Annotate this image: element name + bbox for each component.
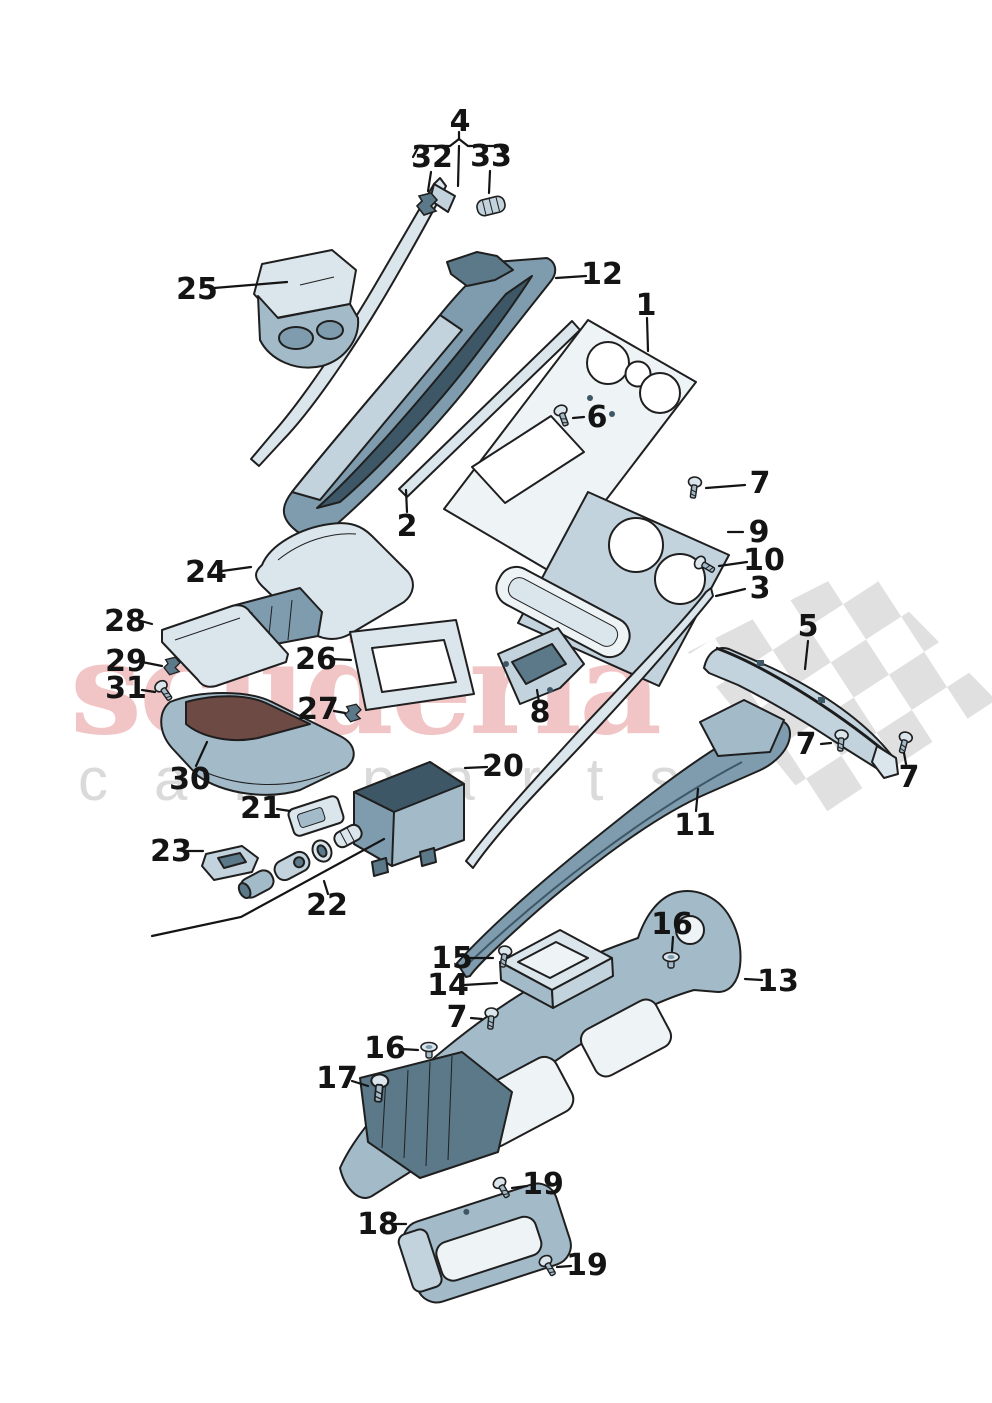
part-labels: 4 32 33 25 12 1 6 2 7 9 10 3 5 24 28 29 … xyxy=(104,104,919,1283)
cupholder-insert xyxy=(253,249,360,369)
screw-7c-icon xyxy=(898,731,914,754)
part-label-22: 22 xyxy=(306,888,348,923)
grommet-16a-icon xyxy=(662,951,680,969)
air-duct xyxy=(397,1182,572,1304)
part-label-20: 20 xyxy=(482,749,524,784)
part-label-28: 28 xyxy=(104,604,146,639)
part-label-12: 12 xyxy=(581,257,623,292)
part-label-29: 29 xyxy=(105,644,147,679)
part-label-32: 32 xyxy=(411,140,453,175)
part-label-5: 5 xyxy=(798,609,819,644)
screw-19b-icon xyxy=(538,1254,556,1277)
retaining-plate xyxy=(499,929,614,1009)
clip-29-icon xyxy=(163,656,181,676)
part-label-6: 6 xyxy=(587,400,608,435)
part-label-4: 4 xyxy=(450,104,471,139)
side-trim-right xyxy=(703,646,899,779)
part-label-16a: 16 xyxy=(651,907,693,942)
parts-artwork xyxy=(154,177,914,1304)
expanding-nut-33-icon xyxy=(476,195,506,217)
screw-17-icon xyxy=(370,1073,390,1103)
part-label-7d: 7 xyxy=(447,1000,468,1035)
leader-lines xyxy=(139,130,908,1269)
part-label-33: 33 xyxy=(470,139,512,174)
trim-strip-3 xyxy=(465,587,714,869)
part-label-30: 30 xyxy=(169,762,211,797)
part-label-15: 15 xyxy=(431,941,473,976)
part-label-3: 3 xyxy=(750,571,771,606)
bracket-23 xyxy=(201,845,259,881)
console-bracket-rear xyxy=(339,890,742,1199)
console-trim-panel xyxy=(443,319,697,573)
screw-7d-icon xyxy=(484,1007,499,1030)
part-label-2: 2 xyxy=(397,509,418,544)
part-label-1: 1 xyxy=(636,288,657,323)
grommet-16b-icon xyxy=(420,1041,438,1059)
clip-32-icon xyxy=(415,192,439,216)
screw-7a-icon xyxy=(687,476,703,499)
screw-19a-icon xyxy=(492,1176,510,1199)
part-label-19a: 19 xyxy=(522,1167,564,1202)
lighter-socket-components xyxy=(237,823,363,900)
part-label-7a: 7 xyxy=(750,466,771,501)
part-label-7c: 7 xyxy=(899,760,920,795)
screw-7b-icon xyxy=(834,729,849,752)
part-label-24: 24 xyxy=(185,555,227,590)
part-label-11: 11 xyxy=(674,808,716,843)
clip-27-icon xyxy=(344,703,362,723)
insert-21 xyxy=(287,795,345,837)
switch-bracket xyxy=(497,627,585,705)
part-label-10: 10 xyxy=(743,543,785,578)
part-label-31: 31 xyxy=(105,671,147,706)
checkered-flag xyxy=(688,564,992,816)
side-panel xyxy=(456,699,791,978)
part-label-7b: 7 xyxy=(796,727,817,762)
part-label-16b: 16 xyxy=(364,1031,406,1066)
part-label-21: 21 xyxy=(240,791,282,826)
part-label-26: 26 xyxy=(295,642,337,677)
part-label-18: 18 xyxy=(357,1207,399,1242)
decor-frame xyxy=(349,619,475,711)
part-label-25: 25 xyxy=(176,272,218,307)
part-label-23: 23 xyxy=(150,834,192,869)
part-label-19b: 19 xyxy=(566,1248,608,1283)
part-label-17: 17 xyxy=(316,1061,358,1096)
screw-6-icon xyxy=(553,404,569,427)
part-label-13: 13 xyxy=(757,964,799,999)
rear-console-cover xyxy=(160,692,355,796)
screw-15-icon xyxy=(497,945,513,968)
screw-31-icon xyxy=(154,679,173,701)
screw-10-icon xyxy=(693,555,716,573)
console-carrier xyxy=(282,251,557,538)
part-label-9: 9 xyxy=(749,515,770,550)
part-label-8: 8 xyxy=(530,695,551,730)
part-label-14: 14 xyxy=(427,968,469,1003)
part-label-27: 27 xyxy=(297,692,339,727)
stowage-lid xyxy=(161,604,289,688)
